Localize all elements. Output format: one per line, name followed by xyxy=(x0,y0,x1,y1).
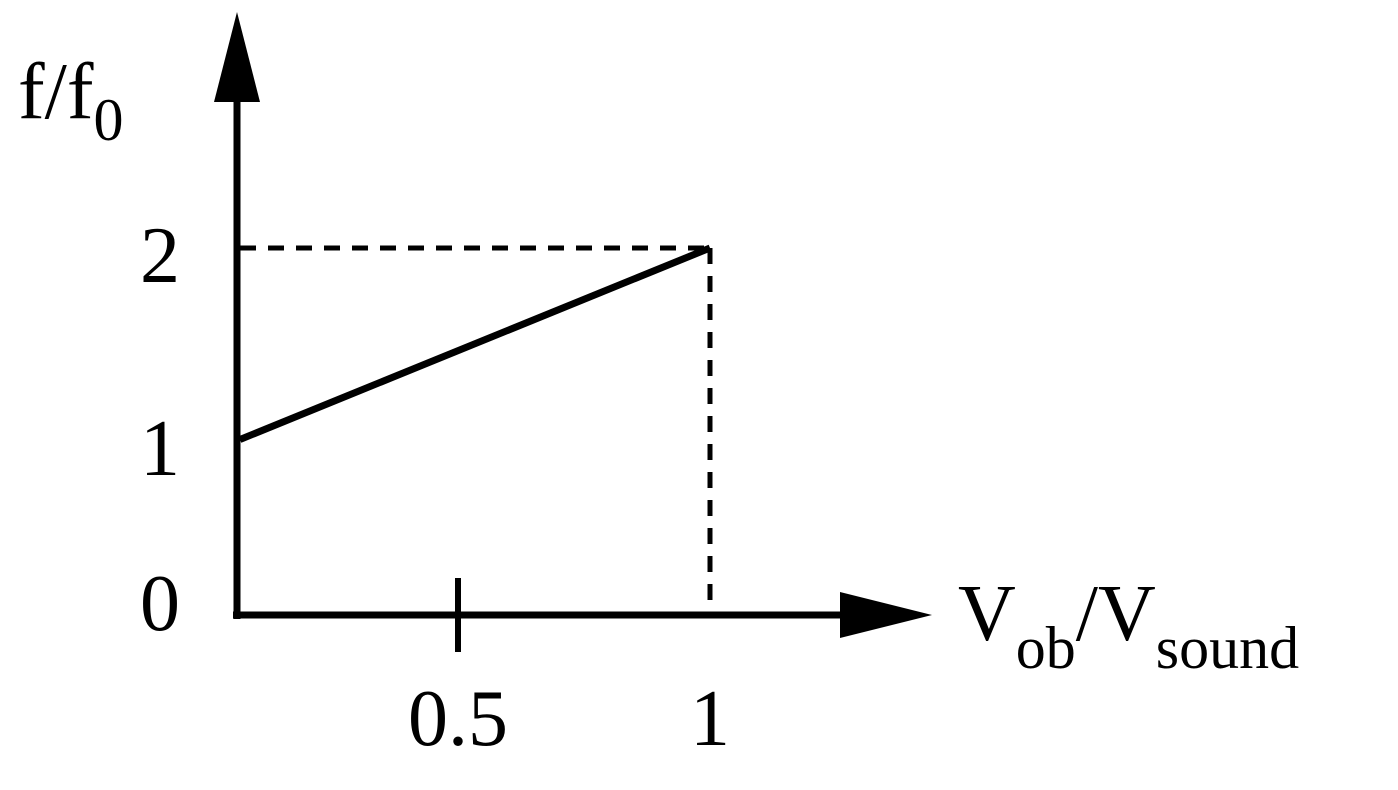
y-tick-label: 1 xyxy=(140,405,180,493)
x-tick-label: 1 xyxy=(690,675,730,763)
x-axis-label: Vob/Vsound xyxy=(958,570,1299,681)
x-tick-label: 0.5 xyxy=(408,675,508,763)
y-tick-label: 2 xyxy=(140,212,180,300)
y-axis-arrow-icon xyxy=(214,12,260,102)
series-line xyxy=(238,244,712,443)
y-tick-label: 0 xyxy=(140,560,180,648)
x-axis-arrow-icon xyxy=(840,592,932,638)
y-axis-label: f/f0 xyxy=(18,48,124,153)
